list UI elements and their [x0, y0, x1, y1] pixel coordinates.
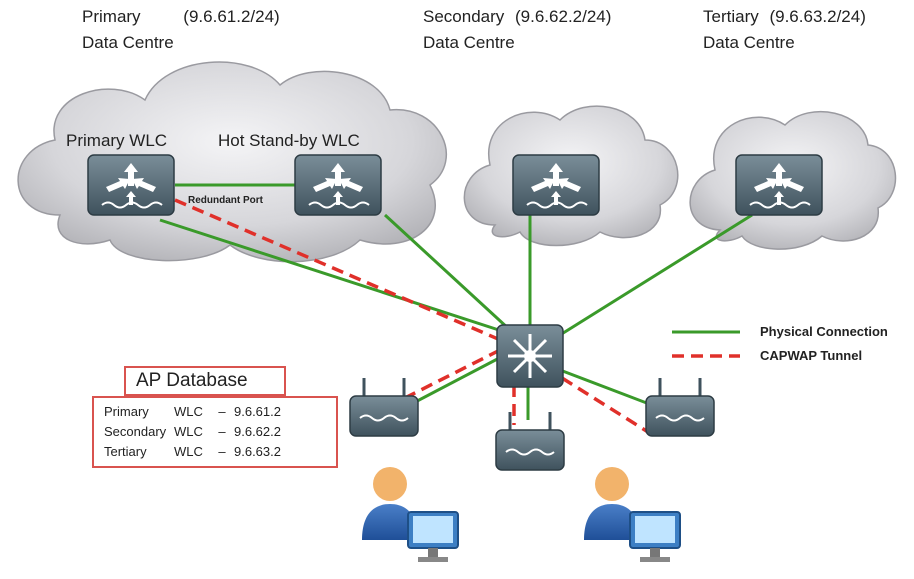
user-workstation-right [584, 467, 681, 562]
secondary-site-datacentre: Data Centre [423, 33, 515, 52]
secondary-site-label: Secondary (9.6.62.2/24) Data Centre [423, 4, 611, 56]
primary-site-name: Primary [82, 7, 141, 26]
ap-database-table: Primary WLC – 9.6.61.2 Secondary WLC – 9… [92, 396, 338, 468]
tertiary-site-name: Tertiary [703, 7, 759, 26]
standby-wlc-label: Hot Stand-by WLC [218, 131, 360, 150]
legend-capwap-label: CAPWAP Tunnel [760, 348, 863, 363]
access-point-left [349, 378, 419, 437]
primary-datacentre-cloud [17, 61, 448, 263]
ap-db-type: WLC [174, 424, 203, 439]
ap-db-dash: – [218, 404, 226, 419]
ap-db-type: WLC [174, 444, 203, 459]
tertiary-site-datacentre: Data Centre [703, 33, 795, 52]
secondary-wlc-device [512, 154, 600, 216]
link-tertiary-wlc-switch [559, 213, 753, 337]
ap-db-dash: – [218, 424, 226, 439]
ap-db-dash: – [218, 444, 226, 459]
redundant-port-label: Redundant Port [188, 195, 263, 206]
ap-db-role: Tertiary [104, 444, 147, 459]
ap-db-ip: 9.6.62.2 [234, 424, 281, 439]
ap-database-title: AP Database [124, 366, 286, 396]
ap-db-ip: 9.6.63.2 [234, 444, 281, 459]
user-workstation-left [362, 467, 459, 562]
primary-site-datacentre: Data Centre [82, 33, 174, 52]
legend-physical-label: Physical Connection [760, 324, 888, 339]
secondary-site-subnet: (9.6.62.2/24) [515, 7, 612, 26]
link-primary-wlc-switch [159, 218, 506, 334]
ap-db-role: Primary [104, 404, 149, 419]
capwap-switch-ap-left [394, 348, 501, 405]
link-standby-wlc-switch [383, 213, 512, 332]
capwap-primary-switch [174, 198, 506, 344]
primary-site-subnet: (9.6.61.2/24) [183, 7, 280, 26]
ap-db-type: WLC [174, 404, 203, 419]
tertiary-site-label: Tertiary (9.6.63.2/24) Data Centre [703, 4, 866, 56]
secondary-site-name: Secondary [423, 7, 505, 26]
ap-db-ip: 9.6.61.2 [234, 404, 281, 419]
tertiary-wlc-device [735, 154, 823, 216]
capwap-switch-ap-right [561, 376, 649, 434]
primary-wlc-device [87, 154, 175, 216]
legend-swatches [672, 330, 740, 358]
primary-wlc-label: Primary WLC [66, 131, 168, 150]
access-point-middle [495, 412, 565, 471]
tertiary-site-subnet: (9.6.63.2/24) [769, 7, 866, 26]
ap-database-row: Primary WLC – 9.6.61.2 [104, 402, 336, 422]
primary-site-label: Primary (9.6.61.2/24) Data Centre [82, 4, 280, 56]
ap-database-row: Secondary WLC – 9.6.62.2 [104, 422, 336, 442]
standby-wlc-device [294, 154, 382, 216]
core-switch-device [496, 324, 564, 388]
ap-database-row: Tertiary WLC – 9.6.63.2 [104, 442, 336, 462]
capwap-tunnels [174, 198, 649, 434]
ap-db-role: Secondary [104, 424, 167, 439]
access-point-right [645, 378, 715, 437]
